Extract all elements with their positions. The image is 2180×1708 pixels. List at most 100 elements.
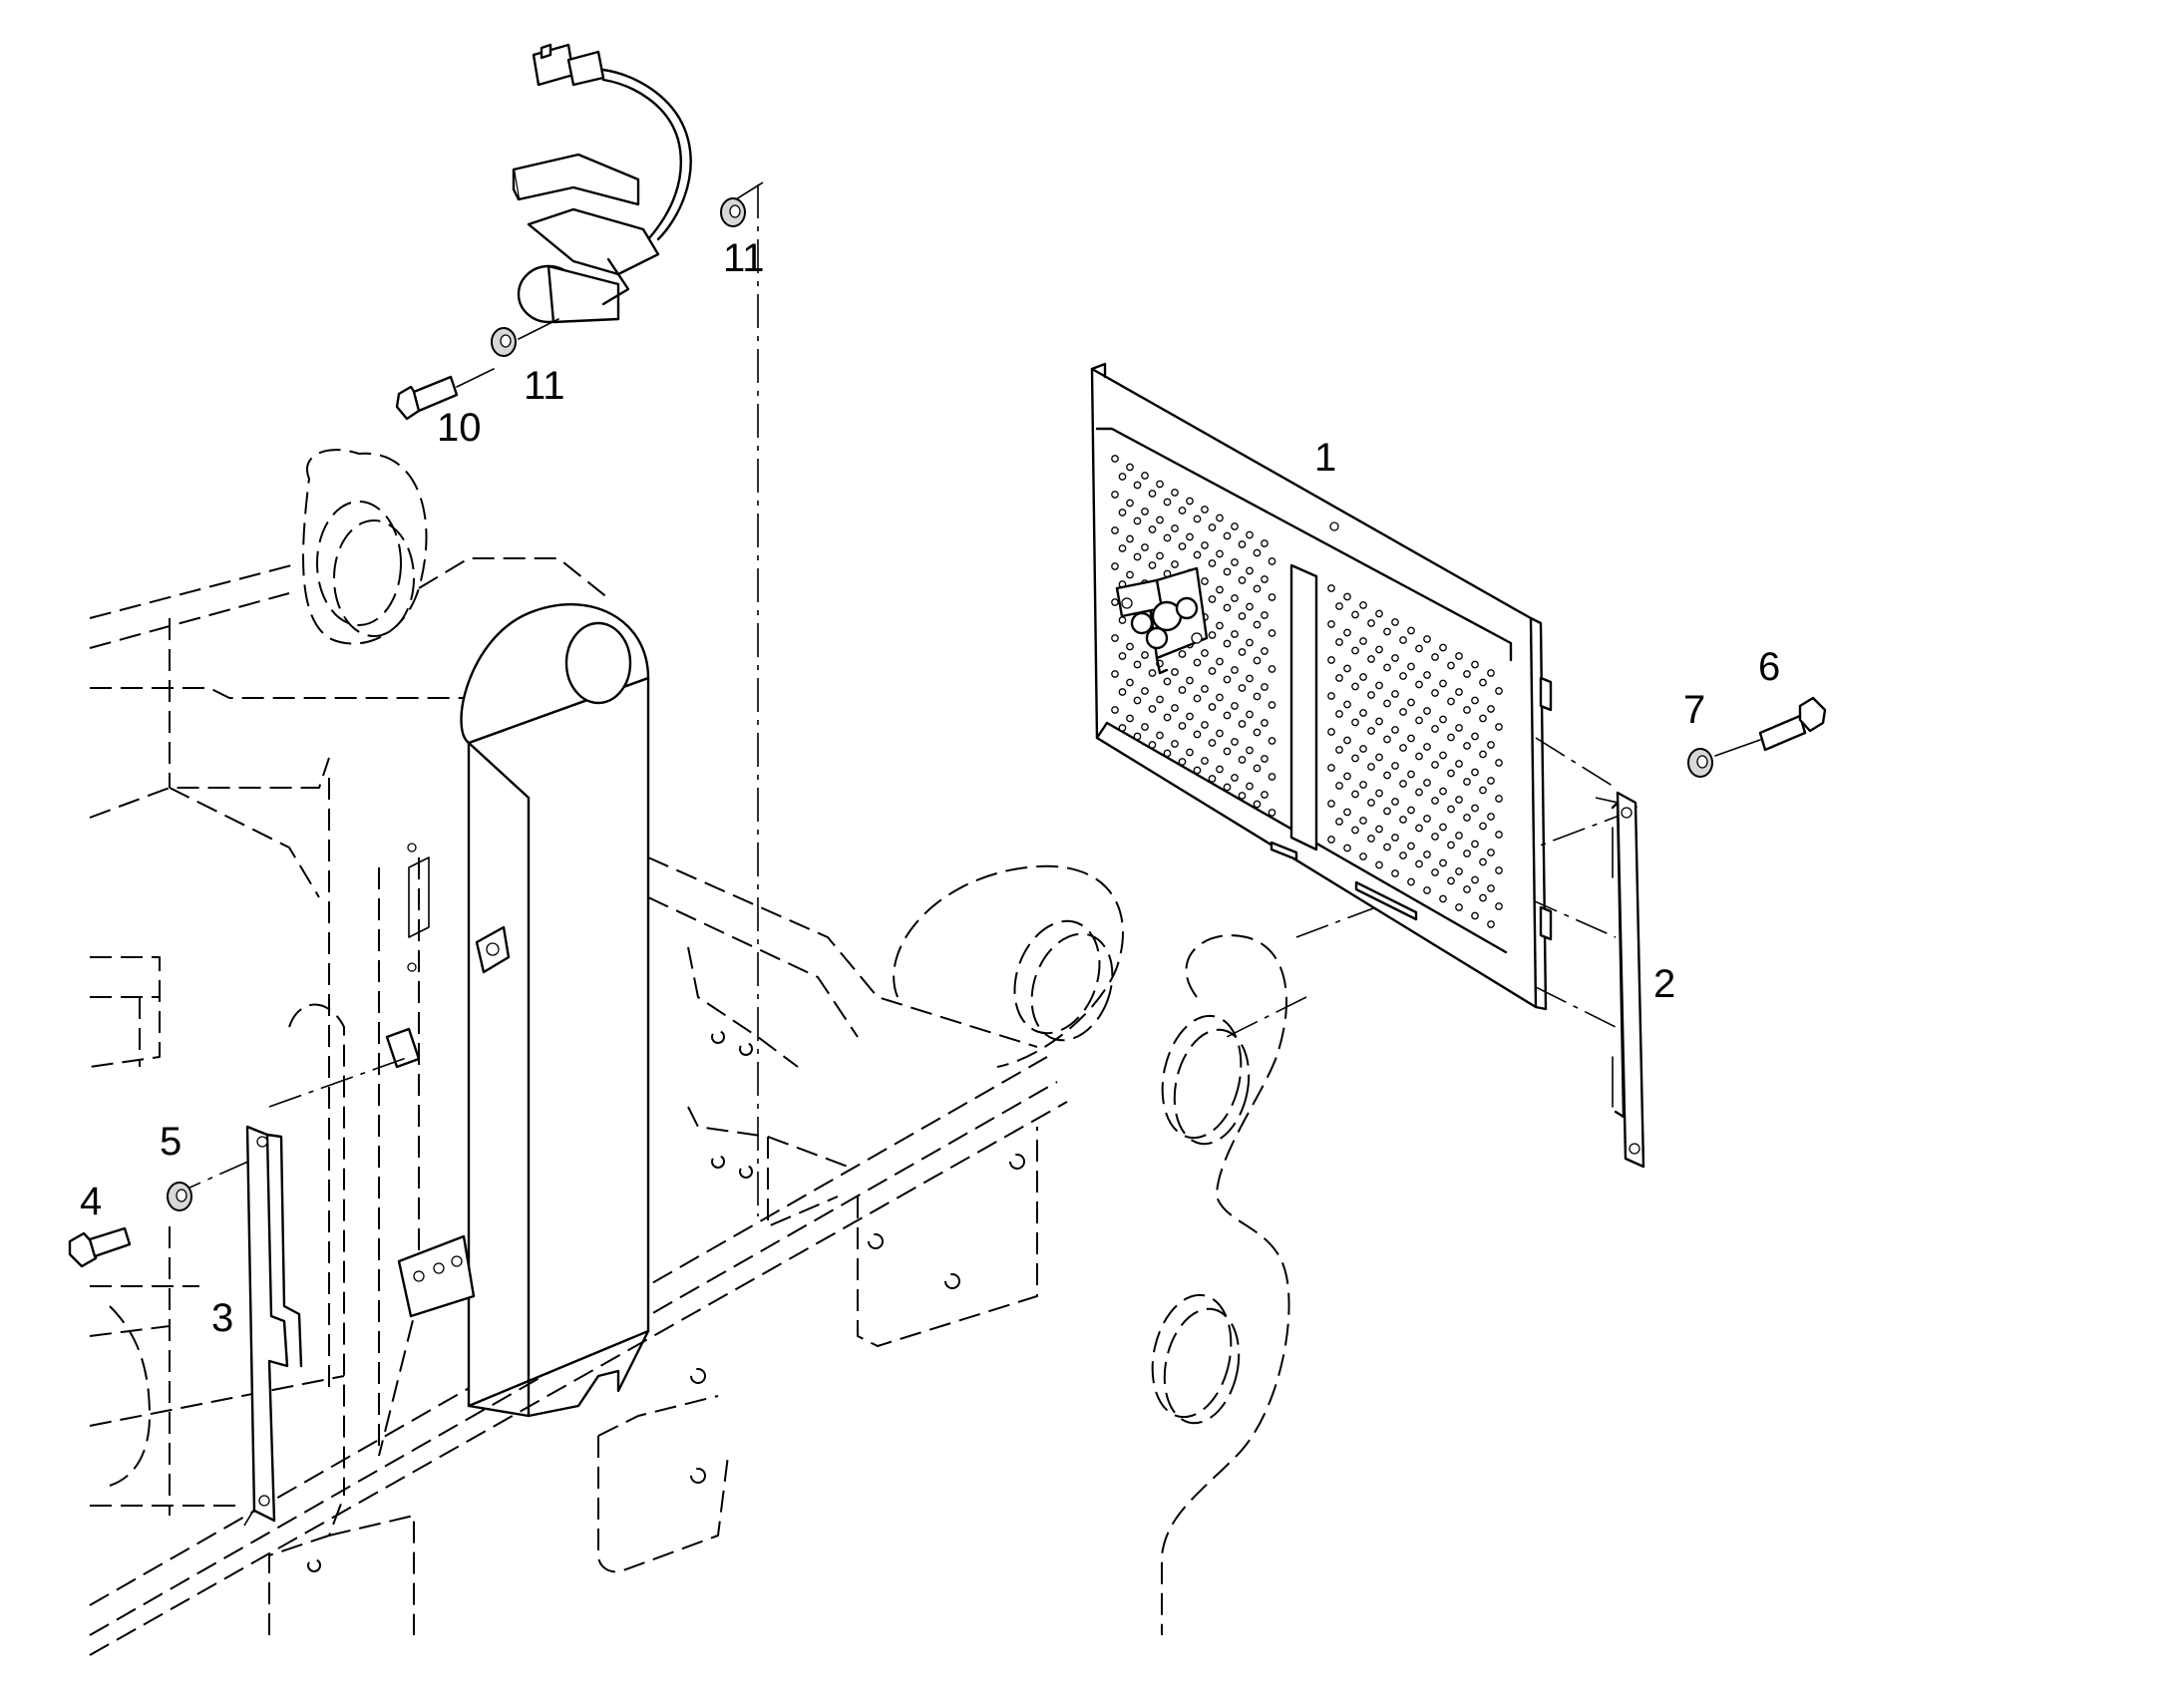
panel-hole <box>1383 771 1391 780</box>
panel-hole <box>1178 542 1187 550</box>
panel-hole <box>1163 533 1172 542</box>
panel-hole <box>1455 724 1463 732</box>
callout-labels: 1 2 3 4 5 6 7 10 11 11 <box>80 236 1780 1340</box>
panel-hole <box>1407 662 1415 671</box>
panel-hole <box>1253 800 1262 809</box>
panel-hole <box>1343 772 1351 781</box>
panel-hole <box>1261 683 1269 691</box>
panel-hole <box>1495 687 1503 695</box>
panel-hole <box>1178 722 1187 730</box>
panel-hole <box>1495 866 1503 874</box>
panel-hole <box>1423 635 1431 643</box>
washer-11-mid <box>491 318 559 357</box>
panel-hole <box>1455 760 1463 768</box>
panel-hole <box>1471 804 1479 813</box>
panel-hole <box>1193 514 1202 523</box>
panel-hole <box>1423 886 1431 894</box>
panel-hole <box>1327 764 1335 772</box>
panel-hole <box>1201 541 1209 549</box>
panel-hole <box>1455 903 1463 911</box>
panel-hole <box>1261 647 1269 655</box>
sensor-assembly <box>512 43 692 324</box>
panel-hole <box>1447 876 1455 885</box>
panel-hole <box>1208 631 1217 639</box>
washer-11-top <box>720 197 746 227</box>
panel-hole <box>1327 620 1335 628</box>
panel-hole <box>1455 832 1463 840</box>
panel-hole <box>1111 598 1119 606</box>
panel-hole <box>1201 685 1209 693</box>
panel-hole <box>1268 665 1276 673</box>
panel-hole <box>1186 676 1194 685</box>
panel-hole <box>1246 602 1254 611</box>
panel-hole <box>1487 813 1495 821</box>
panel-hole <box>1415 788 1423 797</box>
panel-hole <box>1359 745 1367 753</box>
panel-hole <box>1171 740 1179 748</box>
panel-hole <box>1407 877 1415 886</box>
panel-hole <box>1463 778 1471 786</box>
panel-hole <box>1111 706 1119 714</box>
panel-hole <box>1246 782 1254 791</box>
panel-hole <box>1171 560 1179 568</box>
panel-hole <box>1335 818 1343 826</box>
panel-hole <box>1351 754 1359 763</box>
panel-hole <box>1208 667 1217 675</box>
panel-hole <box>1367 799 1375 807</box>
panel-hole <box>1133 516 1142 525</box>
panel-hole <box>1407 806 1415 815</box>
panel-hole <box>1471 660 1479 669</box>
panel-hole <box>1246 566 1254 575</box>
panel-hole <box>1351 790 1359 799</box>
panel-hole <box>1246 638 1254 647</box>
panel-hole <box>1156 515 1164 524</box>
panel-hole <box>1439 787 1447 796</box>
panel-hole <box>1111 670 1119 678</box>
panel-hole <box>1431 653 1439 661</box>
panel-hole <box>1208 523 1217 531</box>
panel-hole <box>1471 768 1479 777</box>
panel-hole <box>1447 697 1455 706</box>
panel-hole <box>1359 673 1367 681</box>
panel-hole <box>1455 652 1463 660</box>
panel-hole <box>1118 473 1127 481</box>
panel-hole <box>1118 652 1127 660</box>
panel-hole <box>1118 616 1127 624</box>
panel-hole <box>1399 672 1407 680</box>
panel-hole <box>1495 723 1503 731</box>
panel-hole <box>1231 738 1239 746</box>
panel-hole <box>1186 748 1194 757</box>
panel-hole <box>1193 658 1202 667</box>
panel-hole <box>1238 684 1247 692</box>
panel-hole <box>1126 570 1134 579</box>
panel-hole <box>1261 575 1269 583</box>
panel-hole <box>1208 775 1217 783</box>
panel-hole <box>1133 732 1142 741</box>
panel-hole <box>1216 729 1224 738</box>
panel-hole <box>1253 620 1262 629</box>
panel-hole <box>1359 817 1367 825</box>
panel-hole <box>1253 764 1262 773</box>
panel-hole <box>1148 561 1157 569</box>
panel-hole <box>1415 644 1423 653</box>
panel-hole <box>1216 549 1224 558</box>
panel-hole <box>1431 797 1439 805</box>
panel-hole <box>1375 645 1383 654</box>
panel-hole <box>1193 766 1202 775</box>
panel-hole <box>1439 894 1447 903</box>
panel-hole <box>1367 655 1375 663</box>
bolt-10 <box>395 368 495 421</box>
callout-5: 5 <box>160 1120 182 1164</box>
panel-hole <box>1231 702 1239 710</box>
panel-hole <box>1133 696 1142 705</box>
panel-hole <box>1359 709 1367 717</box>
panel-hole <box>1178 758 1187 766</box>
panel-hole <box>1343 700 1351 709</box>
panel-hole <box>1208 739 1217 747</box>
panel-hole <box>1471 840 1479 849</box>
panel-hole <box>1216 621 1224 630</box>
panel-hole <box>1487 849 1495 856</box>
panel-hole <box>1246 530 1254 539</box>
panel-hole <box>1223 531 1232 540</box>
panel-hole <box>1261 755 1269 763</box>
